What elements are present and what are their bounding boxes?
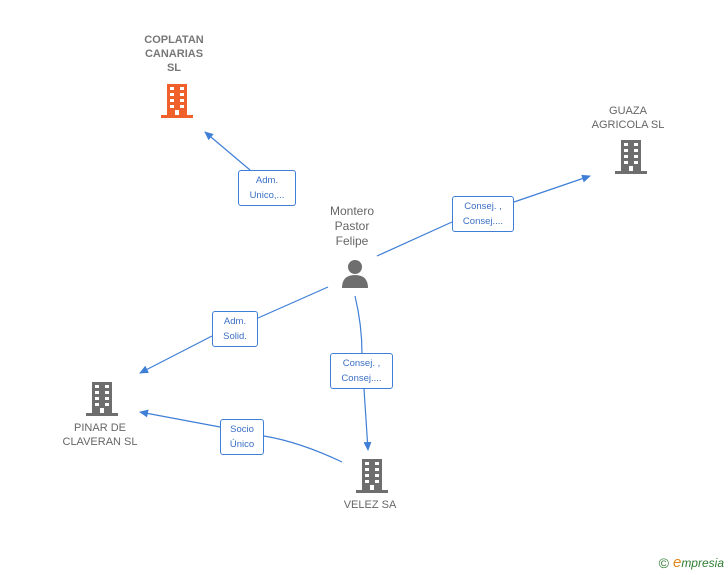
brand-logo: empresia — [672, 554, 724, 571]
person-name[interactable]: Montero Pastor Felipe — [329, 204, 375, 248]
edge-to-pinar — [257, 286, 329, 319]
edge-label-velez-to-pinar[interactable]: Socio Único — [220, 419, 264, 455]
edge-to-guaza — [376, 221, 453, 257]
building-icon[interactable] — [86, 382, 118, 416]
edge-to-guaza-end — [513, 174, 591, 203]
building-icon[interactable] — [161, 84, 193, 118]
edge-to-velez — [354, 295, 363, 355]
edge-label-to-velez[interactable]: Consej. , Consej.... — [330, 353, 393, 389]
edge-velez-to-pinar — [263, 435, 343, 463]
edge-to-coplatan — [204, 131, 251, 171]
edge-to-velez-end — [363, 388, 372, 451]
company-name-guaza[interactable]: GUAZA AGRICOLA SL — [591, 105, 665, 131]
company-name-velez[interactable]: VELEZ SA — [343, 499, 397, 511]
footer-brand[interactable]: © empresia — [659, 554, 724, 571]
edge-velez-to-pinar-end — [139, 409, 221, 428]
edge-to-pinar-end — [139, 335, 213, 374]
company-name-coplatan[interactable]: COPLATAN CANARIAS SL — [144, 34, 204, 74]
company-name-pinar[interactable]: PINAR DE CLAVERAN SL — [62, 422, 138, 448]
edge-label-to-pinar[interactable]: Adm. Solid. — [212, 311, 258, 347]
building-icon[interactable] — [356, 459, 388, 493]
person-icon[interactable] — [340, 258, 370, 288]
copyright-icon: © — [658, 554, 669, 571]
edge-label-to-guaza[interactable]: Consej. , Consej.... — [452, 196, 514, 232]
building-icon[interactable] — [615, 140, 647, 174]
edge-label-to-coplatan[interactable]: Adm. Unico,... — [238, 170, 296, 206]
